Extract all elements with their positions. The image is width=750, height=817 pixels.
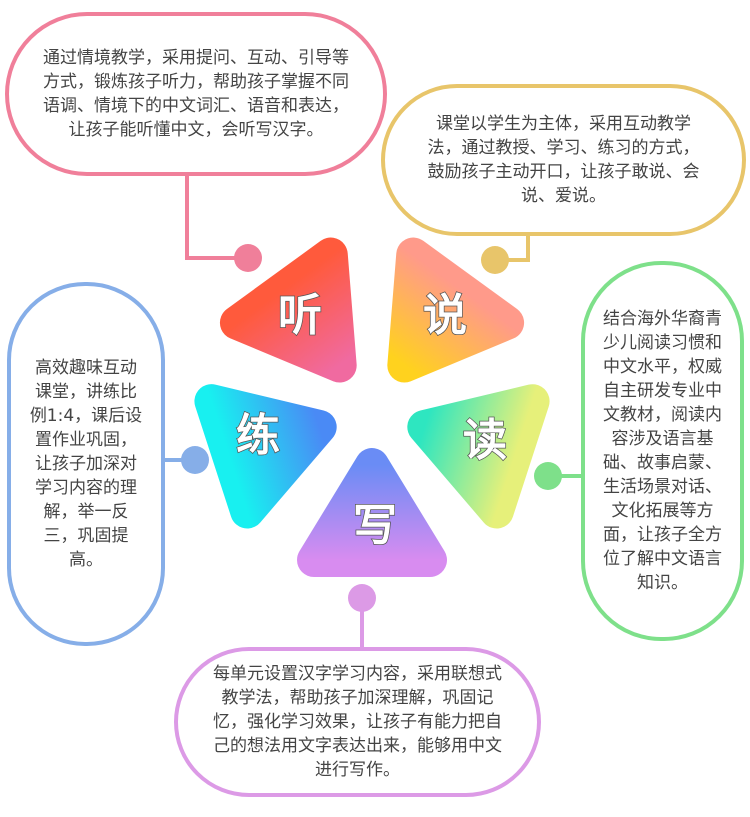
petal-practice [194, 384, 337, 529]
dot-write [348, 584, 376, 612]
petal-listen [219, 237, 357, 383]
bubble-listen: 通过情境教学，采用提问、互动、引导等方式，锻炼孩子听力，帮助孩子掌握不同语调、情… [5, 12, 387, 176]
connector-listen [185, 172, 248, 260]
bubble-practice-text: 高效趣味互动课堂，讲练比例1:4，课后设置作业巩固，让孩子加深对学习内容的理解，… [29, 358, 143, 570]
bubble-speak: 课堂以学生为主体，采用互动教学法，通过教授、学习、练习的方式，鼓励孩子主动开口，… [381, 84, 746, 236]
bubble-practice: 高效趣味互动课堂，讲练比例1:4，课后设置作业巩固，让孩子加深对学习内容的理解，… [7, 282, 165, 646]
petal-label-read: 读 [463, 415, 507, 466]
petal-read [407, 384, 550, 529]
dot-practice [181, 446, 209, 474]
bubble-write-text: 每单元设置汉字学习内容，采用联想式教学法，帮助孩子加深理解，巩固记忆，强化学习效… [213, 664, 502, 780]
bubble-listen-text: 通过情境教学，采用提问、互动、引导等方式，锻炼孩子听力，帮助孩子掌握不同语调、情… [43, 48, 349, 140]
dot-speak [481, 246, 509, 274]
bubble-speak-text: 课堂以学生为主体，采用互动教学法，通过教授、学习、练习的方式，鼓励孩子主动开口，… [427, 114, 700, 206]
petal-label-write: 写 [353, 500, 397, 551]
petal-speak [387, 237, 525, 383]
dot-listen [234, 244, 262, 272]
bubble-read: 结合海外华裔青少儿阅读习惯和中文水平，权威自主研发专业中文教材，阅读内容涉及语言… [581, 261, 744, 641]
petal-write [297, 448, 447, 577]
bubble-write: 每单元设置汉字学习内容，采用联想式教学法，帮助孩子加深理解，巩固记忆，强化学习效… [174, 647, 541, 797]
dot-read [534, 462, 562, 490]
petal-label-speak: 说 [423, 290, 467, 341]
petal-label-listen: 听 [278, 290, 322, 341]
bubble-read-text: 结合海外华裔青少儿阅读习惯和中文水平，权威自主研发专业中文教材，阅读内容涉及语言… [603, 309, 722, 593]
petal-label-practice: 练 [236, 410, 280, 461]
